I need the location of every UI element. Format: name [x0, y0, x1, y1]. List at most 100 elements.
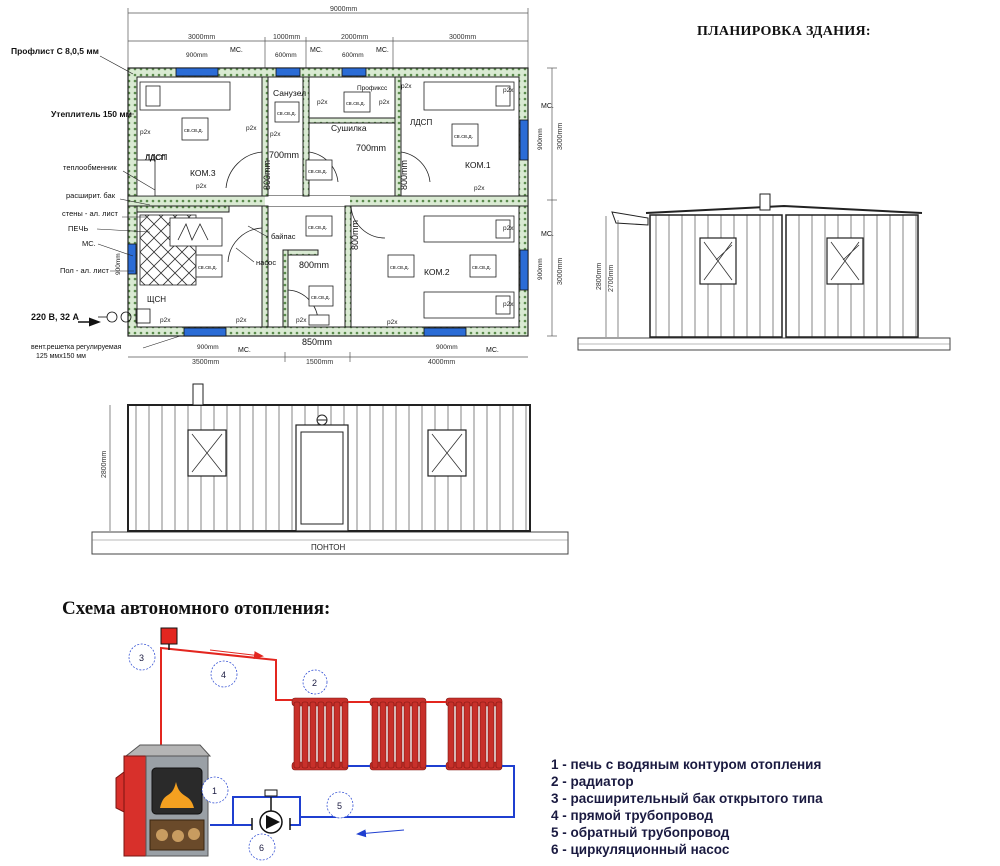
- ceiling-lamps: [181, 91, 497, 326]
- callout-walls: стены - ал. лист: [62, 209, 119, 218]
- callout-expansion-tank: расширит. бак: [66, 191, 116, 200]
- marker-3: 3: [128, 643, 156, 671]
- side-dim-2800: 2800mm: [596, 263, 603, 290]
- window-code: МС.: [541, 103, 554, 110]
- side-chimney: [759, 193, 771, 211]
- window-code: МС.: [486, 347, 499, 354]
- window-left: [127, 243, 137, 275]
- room-sushilka: Сушилка: [331, 123, 367, 133]
- callout-shsn: ЩСН: [147, 295, 166, 304]
- side-canopy: [611, 211, 649, 226]
- stove-illustration: [115, 744, 212, 857]
- callout-ms: МС.: [82, 239, 96, 248]
- callout-insulation: Утеплитель 150 мм: [51, 109, 132, 119]
- window-code: МС.: [376, 47, 389, 54]
- window-code: МС.: [238, 347, 251, 354]
- legend-item: 3 - расширительный бак открытого типа: [551, 791, 823, 806]
- callout-vent-size: 125 ммх150 мм: [36, 353, 86, 360]
- supply-pipe: [160, 646, 292, 745]
- radiator-group: [291, 697, 503, 771]
- radiator-3: [445, 697, 503, 771]
- leader-lines: [96, 55, 269, 349]
- lamp-label: св.св.д.: [390, 265, 410, 271]
- marker-label: 4: [221, 670, 226, 680]
- room-kom1: КОМ.1: [465, 160, 491, 170]
- socket-label: р2х: [236, 317, 247, 324]
- lamp-label: св.св.д.: [308, 169, 328, 175]
- door-dim-800-vertical: 800mm: [399, 160, 409, 190]
- window-size: 900mm: [115, 253, 122, 275]
- lamp-label: св.св.д.: [277, 111, 297, 117]
- marker-5: 5: [326, 791, 354, 819]
- callout-vent: вент.решетка регулируемая: [31, 344, 122, 351]
- door-dim-800-vertical: 800mm: [350, 220, 360, 250]
- window-size: 900mm: [537, 128, 544, 150]
- socket-label: р2х: [160, 317, 171, 324]
- socket-label: р2х: [379, 99, 390, 106]
- lamp-label: св.св.д.: [472, 265, 492, 271]
- return-pipe: [300, 765, 515, 818]
- legend-item: 4 - прямой трубопровод: [551, 808, 713, 823]
- marker-label: 3: [139, 653, 144, 663]
- door-dim-800-vertical: 800mm: [262, 160, 272, 190]
- socket-label: р2х: [503, 225, 514, 232]
- lamp-label: св.св.д.: [311, 295, 331, 301]
- partitions: [136, 76, 402, 328]
- window-code: МС.: [230, 47, 243, 54]
- beds: [136, 81, 515, 319]
- pump-bypass: [210, 796, 301, 826]
- dim-bottom-1: 3500mm: [192, 359, 219, 366]
- legend-item: 6 - циркуляционный насос: [551, 842, 730, 857]
- socket-label: р2х: [296, 317, 307, 324]
- dim-top-2: 1000mm: [273, 34, 300, 41]
- socket-label: р2х: [140, 129, 151, 136]
- front-dim-2800: 2800mm: [101, 451, 108, 478]
- front-window-right: [427, 429, 467, 477]
- dimension-lines-top: [127, 8, 557, 362]
- dim-total: 9000mm: [330, 6, 357, 13]
- room-kom3: КОМ.3: [190, 168, 216, 178]
- front-elevation: ПОНТОН 2800mm: [91, 383, 569, 555]
- marker-6: 6: [248, 833, 276, 861]
- lamp-label: св.св.д.: [454, 134, 474, 140]
- marker-label: 2: [312, 678, 317, 688]
- window-code: МС.: [541, 231, 554, 238]
- socket-label: р2х: [317, 99, 328, 106]
- dim-bottom-2: 1500mm: [306, 359, 333, 366]
- windows: [127, 67, 529, 337]
- profiks-label: Профиксс: [357, 85, 388, 92]
- dim-bottom-3: 4000mm: [428, 359, 455, 366]
- legend-item: 2 - радиатор: [551, 774, 634, 789]
- marker-label: 1: [212, 786, 217, 796]
- callout-pump: насос: [256, 258, 276, 267]
- door-dim-800: 800mm: [299, 260, 329, 270]
- front-door: [300, 431, 344, 525]
- window-kom2-bottom: [423, 327, 467, 337]
- socket-label: р2х: [246, 125, 257, 132]
- window-sushilka: [341, 67, 367, 77]
- window-kom3-top: [175, 67, 219, 77]
- window-kom2-right: [519, 249, 529, 291]
- front-window-left: [187, 429, 227, 477]
- heating-legend: 1 - печь с водяным контуром отопления 2 …: [551, 756, 823, 858]
- lamp-label: св.св.д.: [346, 101, 366, 107]
- legend-item: 1 - печь с водяным контуром отопления: [551, 757, 822, 772]
- legend-item: 5 - обратный трубопровод: [551, 825, 730, 840]
- lamp-label: св.св.д.: [184, 128, 204, 134]
- marker-1: 1: [201, 776, 229, 804]
- callout-bypass: байпас: [271, 232, 296, 241]
- socket-label: р2х: [401, 83, 412, 90]
- expansion-tank: [160, 627, 178, 645]
- callout-ldsp: ЛДСП: [145, 153, 166, 162]
- side-elevation: 2800mm 2700mm: [577, 193, 951, 351]
- room-sanuzel: Санузел: [273, 88, 306, 98]
- dim-top-3: 2000mm: [341, 34, 368, 41]
- window-size: 600mm: [275, 52, 297, 59]
- window-kitchen-bottom: [183, 327, 227, 337]
- window-size: 900mm: [436, 344, 458, 351]
- socket-label: р2х: [474, 185, 485, 192]
- radiator-1: [291, 697, 349, 771]
- side-dim-2700: 2700mm: [608, 265, 615, 292]
- window-size: 900mm: [186, 52, 208, 59]
- floor-plan: 9000mm 3000mm 1000mm 2000mm 3000mm 3500m…: [11, 6, 564, 366]
